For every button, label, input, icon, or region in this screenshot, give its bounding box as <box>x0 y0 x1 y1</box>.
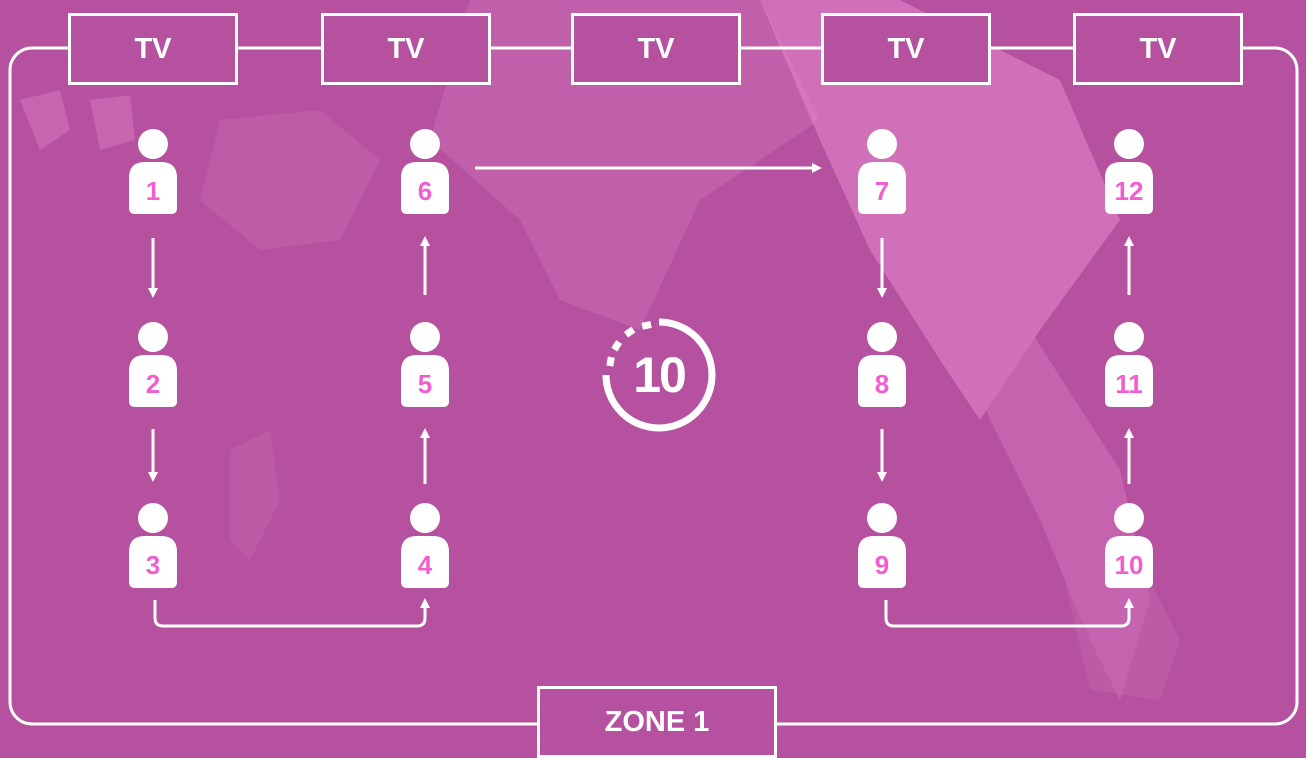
person-icon <box>1105 129 1153 214</box>
player-10: 10 <box>1099 502 1159 592</box>
timer-value: 10 <box>633 347 687 403</box>
tv-box: TV <box>571 13 741 85</box>
arrow-3-to-4 <box>153 598 430 628</box>
person-icon <box>401 503 449 588</box>
player-number: 10 <box>1114 550 1144 580</box>
player-1: 1 <box>123 128 183 218</box>
player-number: 9 <box>874 550 890 580</box>
person-icon <box>1105 503 1153 588</box>
tv-box: TV <box>821 13 991 85</box>
person-icon <box>858 503 906 588</box>
player-8: 8 <box>852 321 912 411</box>
timer: 10 <box>598 314 720 436</box>
player-3: 3 <box>123 502 183 592</box>
player-9: 9 <box>852 502 912 592</box>
player-number: 11 <box>1115 369 1143 399</box>
player-number: 12 <box>1114 176 1144 206</box>
player-7: 7 <box>852 128 912 218</box>
player-11: 11 <box>1099 321 1159 411</box>
person-icon <box>401 322 449 407</box>
person-icon <box>129 129 177 214</box>
player-number: 5 <box>417 369 433 399</box>
player-number: 3 <box>145 550 161 580</box>
person-icon <box>129 322 177 407</box>
player-4: 4 <box>395 502 455 592</box>
player-number: 4 <box>417 550 433 580</box>
player-number: 7 <box>874 176 890 206</box>
person-icon <box>401 129 449 214</box>
tv-box: TV <box>321 13 491 85</box>
zone-label: ZONE 1 <box>537 686 777 758</box>
person-icon <box>129 503 177 588</box>
person-icon <box>1105 322 1153 407</box>
person-icon <box>858 322 906 407</box>
player-number: 2 <box>145 369 161 399</box>
arrow-9-to-10 <box>884 598 1134 628</box>
player-5: 5 <box>395 321 455 411</box>
person-icon <box>858 129 906 214</box>
tv-box: TV <box>68 13 238 85</box>
player-number: 8 <box>874 369 890 399</box>
timer-icon <box>602 318 716 432</box>
player-12: 12 <box>1099 128 1159 218</box>
player-6: 6 <box>395 128 455 218</box>
player-number: 6 <box>417 176 433 206</box>
player-2: 2 <box>123 321 183 411</box>
player-number: 1 <box>145 176 161 206</box>
tv-box: TV <box>1073 13 1243 85</box>
